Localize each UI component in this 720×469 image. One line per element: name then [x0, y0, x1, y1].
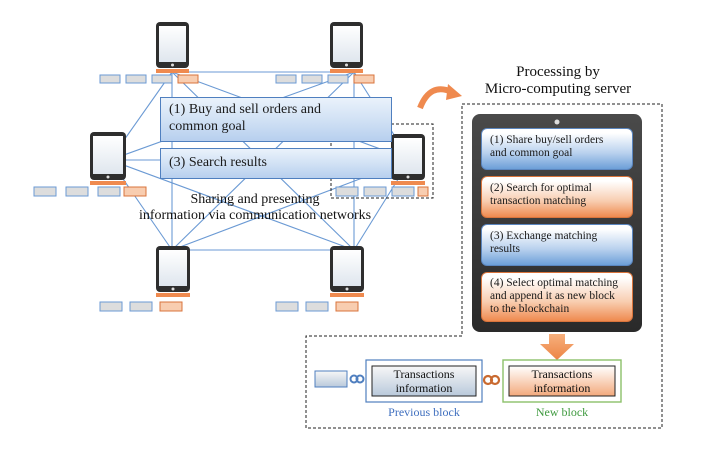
previous-block-caption: Previous block: [388, 405, 460, 419]
mini-chain-bottom-left: [99, 301, 183, 312]
older-block: [314, 370, 348, 388]
curved-arrow-head: [446, 84, 462, 100]
mini-chain-top-right: [275, 74, 375, 84]
tablet-left: [90, 132, 126, 185]
msg-buy-sell-orders: (1) Buy and sell orders and common goal: [160, 97, 392, 142]
prev-line2: information: [395, 380, 453, 395]
mini-chain-right: [335, 186, 429, 197]
step2-line2: transaction matching: [490, 195, 587, 208]
mini-chain-top-left: [99, 74, 199, 84]
sharing-line2: information via communication networks: [138, 208, 372, 224]
previous-block-text: Transactions information: [372, 367, 476, 396]
server-step-1: (1) Share buy/sell orders and common goa…: [481, 128, 633, 170]
new-line2: information: [533, 380, 591, 395]
msg1-line2: common goal: [169, 118, 246, 134]
sharing-label: Sharing and presenting information via c…: [120, 192, 390, 224]
server-step-4: (4) Select optimal matching and append i…: [481, 272, 633, 322]
server-step-3: (3) Exchange matching results: [481, 224, 633, 266]
step4-line3: to the blockchain: [490, 303, 570, 316]
step1-line2: and common goal: [490, 147, 573, 160]
step3-line1: (3) Exchange matching: [490, 230, 598, 242]
step3-line2: results: [490, 243, 521, 256]
tablet-bottom-left: [156, 246, 190, 297]
title-line2: Micro-computing server: [484, 81, 632, 98]
server-title: Processing by Micro-computing server: [470, 64, 646, 99]
step2-line1: (2) Search for optimal: [490, 182, 592, 194]
new-block: [502, 359, 622, 403]
server-region-outline: [305, 103, 663, 429]
server-step-2: (2) Search for optimal transaction match…: [481, 176, 633, 218]
mini-chain-left: [33, 186, 147, 197]
new-block-caption: New block: [535, 405, 589, 419]
tablet-top-left: [156, 22, 189, 73]
msg3-text: (3) Search results: [169, 155, 267, 170]
step4-line2: and append it as new block: [490, 290, 615, 303]
step4-line1: (4) Select optimal matching: [490, 277, 619, 289]
previous-block: [365, 359, 483, 403]
step1-line1: (1) Share buy/sell orders: [490, 134, 604, 146]
new-block-text: Transactions information: [509, 367, 615, 396]
link: [109, 159, 355, 251]
tablet-right: [391, 134, 425, 185]
msg-search-results: (3) Search results: [160, 148, 392, 179]
title-line1: Processing by: [516, 64, 600, 80]
down-arrow: [540, 334, 574, 360]
msg1-line1: (1) Buy and sell orders and: [169, 102, 322, 117]
new-line1: Transactions: [531, 367, 593, 381]
tablet-top-right: [330, 22, 363, 73]
sharing-line1: Sharing and presenting: [190, 192, 320, 207]
prev-line1: Transactions: [393, 367, 455, 381]
mini-chain-bottom-right: [275, 301, 359, 312]
tablet-bottom-right: [330, 246, 364, 297]
